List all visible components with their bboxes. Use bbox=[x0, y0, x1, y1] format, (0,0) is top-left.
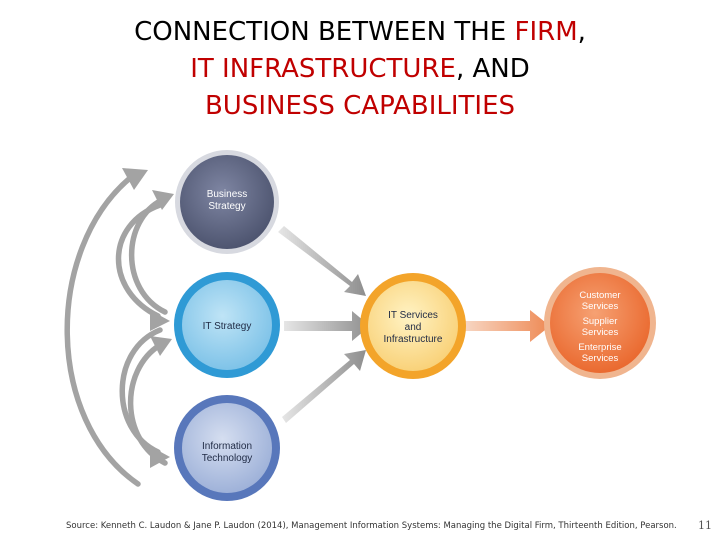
arrowhead bbox=[122, 168, 148, 190]
feedback-arrows bbox=[64, 175, 168, 487]
arrow-tech-to-services bbox=[282, 350, 366, 423]
arrow-services-to-capabilities bbox=[458, 310, 550, 342]
node-label: Information bbox=[202, 441, 252, 452]
arrowhead bbox=[152, 190, 174, 210]
title-highlight-firm: FIRM bbox=[514, 17, 578, 47]
title-highlight-capabilities: BUSINESS CAPABILITIES bbox=[204, 91, 516, 121]
node-label: Enterprise bbox=[578, 342, 621, 353]
node-label: Services bbox=[582, 353, 619, 364]
node-label: Strategy bbox=[208, 201, 245, 212]
title-text: , AND bbox=[455, 54, 530, 84]
page-number: 11 bbox=[698, 519, 712, 532]
node-label: IT Strategy bbox=[203, 321, 252, 332]
node-label: IT Services bbox=[388, 310, 438, 321]
node-it-strategy: IT Strategy bbox=[174, 272, 280, 378]
node-label: and bbox=[405, 322, 422, 333]
source-citation: Source: Kenneth C. Laudon & Jane P. Laud… bbox=[66, 521, 677, 531]
slide-title: CONNECTION BETWEEN THE FIRM, IT INFRASTR… bbox=[0, 14, 720, 125]
node-label: Technology bbox=[202, 453, 253, 464]
node-information-technology: Information Technology bbox=[174, 395, 280, 501]
arrows-to-it-services bbox=[278, 226, 550, 423]
node-label: Customer bbox=[579, 290, 620, 301]
feedback-arrowheads bbox=[122, 168, 174, 468]
arrow-tech-to-business-outer bbox=[64, 175, 141, 487]
title-text: CONNECTION BETWEEN THE bbox=[134, 17, 515, 47]
node-business-strategy: Business Strategy bbox=[175, 150, 279, 254]
node-label: Supplier bbox=[583, 316, 618, 327]
title-line-1: CONNECTION BETWEEN THE FIRM, bbox=[0, 14, 720, 51]
arrowhead bbox=[150, 310, 170, 331]
node-it-services-infrastructure: IT Services and Infrastructure bbox=[360, 273, 466, 379]
node-label: Business bbox=[207, 189, 248, 200]
arrow-its-to-tech bbox=[119, 327, 163, 455]
title-text: , bbox=[577, 17, 586, 47]
arrow-business-to-services bbox=[278, 226, 366, 296]
title-line-2: IT INFRASTRUCTURE, AND bbox=[0, 51, 720, 88]
node-label: Services bbox=[582, 301, 619, 312]
node-business-capabilities: Customer Services Supplier Services Ente… bbox=[544, 267, 656, 379]
title-highlight-infrastructure: IT INFRASTRUCTURE bbox=[190, 54, 456, 84]
node-label: Infrastructure bbox=[384, 334, 443, 345]
arrowhead bbox=[150, 336, 172, 356]
arrowhead bbox=[150, 446, 170, 468]
title-line-3: BUSINESS CAPABILITIES bbox=[0, 88, 720, 125]
node-label: Services bbox=[582, 327, 619, 338]
arrow-its-to-services bbox=[284, 311, 370, 341]
arrow-business-to-its bbox=[115, 202, 163, 319]
